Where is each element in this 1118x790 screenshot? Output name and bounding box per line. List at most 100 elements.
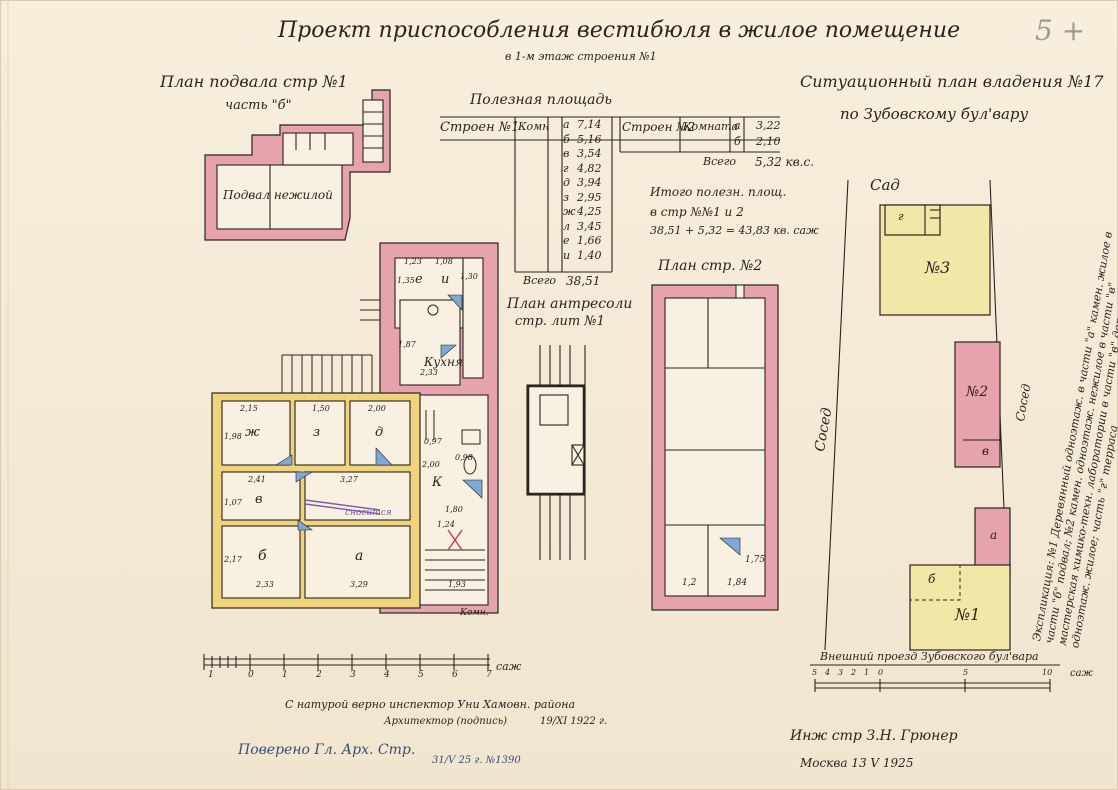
basement-part: часть "б" [225, 98, 292, 113]
dim-label: 2,00 [422, 460, 440, 469]
room-label-i: и [441, 272, 450, 287]
floor-plan-building1 [211, 242, 499, 614]
situation-plan [810, 179, 1060, 666]
dim-label: 1,07 [224, 498, 242, 507]
scale2-ticks: 5 4 3 2 1 0 5 10 [812, 668, 1072, 680]
scale-tick: 1 [282, 670, 288, 680]
scale-tick: 1 [208, 670, 214, 680]
dim-label: 1,93 [448, 580, 466, 589]
dim-label: 2,17 [224, 555, 242, 564]
label-a: а [990, 528, 998, 542]
room-label-kitchen: Кухня [424, 355, 463, 369]
scale-tick: 0 [248, 670, 254, 680]
dim-label: 1,80 [445, 505, 463, 514]
label-n1: №1 [955, 605, 981, 624]
scale-tick: 1 [864, 668, 870, 677]
mezzanine-plan [526, 345, 586, 560]
scale-tick: 4 [384, 670, 390, 680]
dim-label: 1,98 [224, 432, 242, 441]
situation-sub: по Зубовскому бул'вару [840, 105, 1029, 123]
room-label-b: б [258, 548, 267, 564]
corner-mark: 5 + [1035, 14, 1086, 47]
scale-bar-1 [203, 654, 490, 670]
document-title: Проект приспособления вестибюля в жилое … [278, 18, 961, 43]
scale-tick: 4 [825, 668, 831, 677]
room-label-k: К [432, 475, 443, 490]
dim-label: 1,24 [437, 520, 455, 529]
basement-room-label: Подвал нежилой [223, 188, 333, 202]
plan2-dim: 1,2 [682, 578, 697, 588]
label-n3: №3 [925, 258, 951, 277]
dim-label: 3,27 [340, 475, 358, 484]
plan2-dim: 1,84 [727, 578, 748, 588]
scale-tick: 3 [838, 668, 844, 677]
dim-label: 1,87 [398, 340, 416, 349]
scale-tick: 2 [851, 668, 857, 677]
passage-label: Внешний проезд Зубовского бул'вара [820, 650, 1039, 663]
scale-tick: 3 [350, 670, 356, 680]
scale2-unit: саж [1070, 668, 1093, 679]
room-label-e: е [415, 272, 423, 287]
dim-label: 0,97 [424, 437, 442, 446]
garden-label: Сад [870, 176, 900, 194]
subtitle-note: в 1-м этаж строения №1 [505, 50, 657, 63]
scale-tick: 5 [812, 668, 818, 677]
architect-line: Архитектор (подпись) [384, 716, 508, 727]
architect-date: 19/XI 1922 г. [540, 716, 608, 727]
area-title: Полезная площадь [470, 92, 612, 108]
scale-tick: 0 [878, 668, 884, 677]
label-v: в [982, 444, 989, 458]
demolish-note: сносится [345, 508, 392, 518]
building2-label: Строен №2 [622, 120, 696, 134]
engineer-signature: Инж стр З.Н. Грюнер [790, 728, 958, 744]
room-label-zh: ж [245, 425, 260, 440]
scale-tick: 6 [452, 670, 458, 680]
mezzanine-title: План антресоли [507, 296, 633, 312]
building1-label: Строен №1 [440, 120, 520, 135]
scale-bar-2 [814, 679, 1051, 692]
dim-label: 2,33 [256, 580, 274, 589]
room-label-komn: Комн. [460, 608, 489, 618]
room-label-z: з [313, 425, 321, 440]
room-label-d: д [375, 425, 384, 440]
scale-tick: 5 [418, 670, 424, 680]
total2-value: 5,32 кв.с. [755, 155, 815, 169]
approval-number: 31/V 25 г. №1390 [432, 755, 521, 766]
plan2-dim: 1,75 [745, 555, 766, 565]
sum-sub: в стр №№1 и 2 [650, 205, 744, 219]
mezzanine-sub: стр. лит №1 [515, 314, 605, 329]
label-n2: №2 [966, 384, 989, 400]
place-date: Москва 13 V 1925 [800, 756, 914, 770]
komnata-label: Комната [683, 120, 739, 133]
dim-label: 1,35 [397, 276, 415, 285]
label-g: г [898, 210, 904, 223]
plan2-title: План стр. №2 [658, 258, 763, 274]
dim-label: 1,23 [404, 257, 422, 266]
sum-formula: 38,51 + 5,32 = 43,83 кв. саж [650, 224, 819, 237]
situation-title: Ситуационный план владения №17 [800, 72, 1104, 91]
dim-label: 1,08 [435, 257, 453, 266]
label-b: б [928, 572, 936, 586]
dim-label: 0,98 [455, 453, 473, 462]
scale-tick: 10 [1042, 668, 1053, 677]
dim-label: 3,29 [350, 580, 368, 589]
scale-tick: 2 [316, 670, 322, 680]
floor-plan-building2 [651, 284, 779, 611]
basement-plan [204, 89, 391, 241]
dim-label: 2,00 [368, 404, 386, 413]
total1-label: Всего [523, 274, 556, 287]
certification-line: С натурой верно инспектор Уни Хамовн. ра… [285, 698, 575, 711]
scale-tick: 7 [486, 670, 492, 680]
